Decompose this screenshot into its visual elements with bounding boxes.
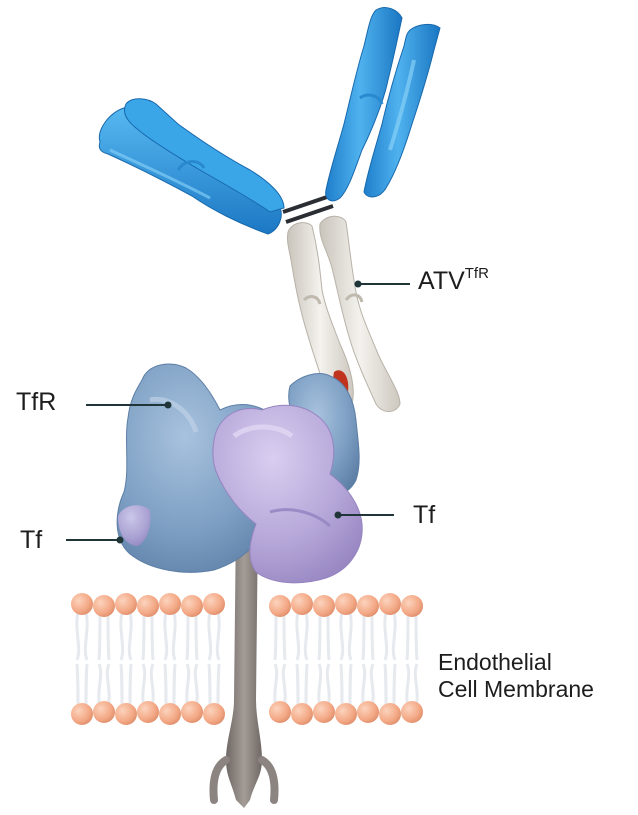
lipid-tail	[195, 664, 197, 706]
lipid-head	[335, 703, 357, 725]
tf-right-label: Tf	[413, 503, 435, 528]
lipid-tail	[394, 664, 395, 706]
tfr-label: TfR	[16, 390, 56, 415]
lipid-tail	[130, 664, 131, 706]
lipid-head	[357, 595, 379, 617]
lipid-tail	[319, 612, 320, 660]
lipid-tail	[165, 664, 166, 706]
lipid-tail	[415, 664, 417, 706]
right-fab-arm	[326, 8, 440, 201]
lipid-tail	[196, 612, 197, 660]
lipid-head	[181, 701, 203, 723]
lipid-tail	[209, 612, 211, 660]
lipid-tail	[151, 664, 153, 706]
lipid-tail	[121, 664, 122, 706]
lipid-tail	[275, 664, 277, 706]
membrane-label: Endothelial Cell Membrane	[438, 649, 594, 703]
lipid-tail	[407, 612, 408, 660]
lipid-tail	[174, 664, 175, 706]
lipid-tail	[129, 612, 131, 660]
lipid-tail	[297, 612, 299, 660]
lipid-tail	[218, 664, 219, 706]
antibody-transport-vehicle-icon	[99, 8, 440, 412]
atv-label-superscript: TfR	[465, 265, 489, 282]
lipid-tail	[86, 664, 87, 706]
lipid-head	[291, 703, 313, 725]
lipid-head	[71, 703, 93, 725]
lipid-tail	[152, 612, 153, 660]
membrane-label-line1: Endothelial	[438, 649, 594, 676]
atv-label-text: ATV	[418, 267, 465, 295]
lipid-tail	[306, 664, 307, 706]
lipid-head	[203, 703, 225, 725]
lipid-tail	[327, 664, 329, 706]
lipid-tail	[121, 612, 123, 660]
lipid-head	[137, 595, 159, 617]
lipid-tail	[297, 664, 298, 706]
lipid-head	[93, 701, 115, 723]
lipid-head	[379, 593, 401, 615]
lipid-tail	[108, 612, 109, 660]
lipid-head	[93, 595, 115, 617]
lipid-tail	[416, 612, 417, 660]
lipid-tail	[85, 612, 87, 660]
lipid-tail	[385, 664, 386, 706]
lipid-head	[379, 703, 401, 725]
lipid-head	[313, 701, 335, 723]
lipid-head	[115, 703, 137, 725]
lipid-head	[71, 593, 93, 615]
lipid-tail	[328, 612, 329, 660]
lipid-head	[159, 703, 181, 725]
lipid-tail	[165, 612, 167, 660]
lipid-tail	[393, 612, 395, 660]
lipid-tail	[99, 612, 100, 660]
lipid-tail	[341, 664, 342, 706]
lipid-tail	[372, 612, 373, 660]
lipid-tail	[99, 664, 101, 706]
lipid-tail	[407, 664, 409, 706]
lipid-tail	[107, 664, 109, 706]
lipid-head	[357, 701, 379, 723]
lipid-tail	[143, 664, 145, 706]
lipid-tail	[284, 612, 285, 660]
lipid-head	[137, 701, 159, 723]
lipid-tail	[385, 612, 387, 660]
lipid-tail	[319, 664, 321, 706]
lipid-tail	[173, 612, 175, 660]
lipid-head	[159, 593, 181, 615]
lipid-tail	[349, 612, 351, 660]
membrane-label-line2: Cell Membrane	[438, 676, 594, 703]
lipid-head	[291, 593, 313, 615]
lipid-head	[269, 595, 291, 617]
lipid-tail	[187, 664, 189, 706]
lipid-tail	[209, 664, 210, 706]
lipid-tail	[305, 612, 307, 660]
lipid-tail	[187, 612, 188, 660]
lipid-tail	[283, 664, 285, 706]
lipid-head	[203, 593, 225, 615]
lipid-tail	[275, 612, 276, 660]
lipid-tail	[217, 612, 219, 660]
lipid-tail	[363, 664, 365, 706]
lipid-tail	[77, 664, 78, 706]
lipid-head	[181, 595, 203, 617]
lipid-head	[335, 593, 357, 615]
lipid-tail	[143, 612, 144, 660]
lipid-tail	[77, 612, 79, 660]
left-fab-arm	[99, 99, 284, 234]
lipid-head	[269, 701, 291, 723]
lipid-tail	[363, 612, 364, 660]
lipid-head	[313, 595, 335, 617]
lipid-head	[401, 595, 423, 617]
lipid-head	[401, 701, 423, 723]
atv-label: ATVTfR	[418, 269, 489, 294]
tf-left-label: Tf	[20, 528, 42, 553]
lipid-head	[115, 593, 137, 615]
lipid-tail	[371, 664, 373, 706]
lipid-tail	[341, 612, 343, 660]
lipid-tail	[350, 664, 351, 706]
